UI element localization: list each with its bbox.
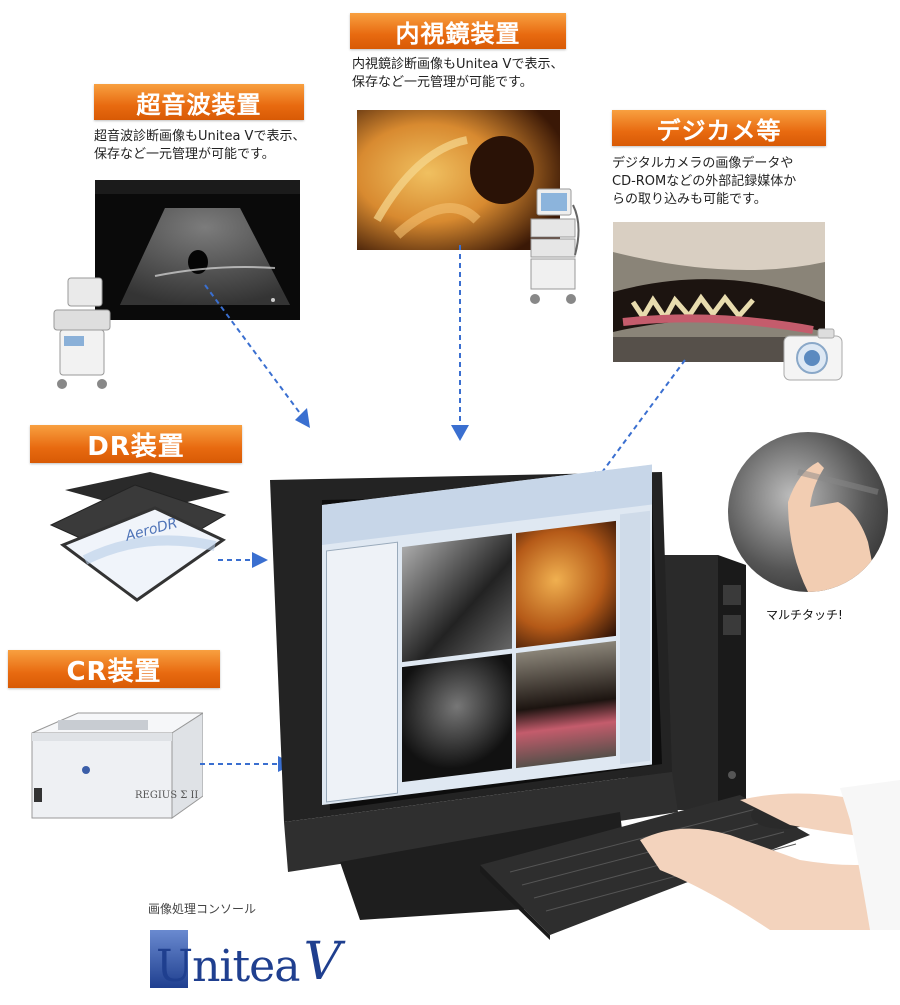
screen-xray-thumb <box>402 533 512 663</box>
camera-label: デジカメ等 <box>612 110 826 146</box>
camera-icon <box>783 328 843 381</box>
brand-subtitle: 画像処理コンソール <box>148 902 257 916</box>
screen-ultrasound-thumb <box>402 653 512 783</box>
ultrasound-description: 超音波診断画像もUnitea Vで表示、 保存など一元管理が可能です。 <box>94 129 306 162</box>
endoscope-cart-icon <box>530 188 580 304</box>
camera-description: デジタルカメラの画像データや CD-ROMなどの外部記録媒体か らの取り込みも可… <box>612 156 797 207</box>
monitor-screen <box>322 464 652 805</box>
screen-left-panel <box>326 541 398 803</box>
cr-label-text: CR装置 <box>66 656 162 687</box>
brand-name-v: V <box>303 932 342 992</box>
brand-name-main: Unitea <box>156 941 300 992</box>
endoscope-label-text: 内視鏡装置 <box>395 19 521 48</box>
endoscope-description: 内視鏡診断画像もUnitea Vで表示、 保存など一元管理が可能です。 <box>352 57 564 90</box>
screen-right-panel <box>620 510 650 765</box>
typing-hand-image <box>640 780 900 930</box>
ultrasound-scan <box>95 180 300 320</box>
brand-logo-initial-box <box>150 930 188 988</box>
ultrasound-label-text: 超音波装置 <box>136 90 262 119</box>
cr-label: CR装置 <box>8 650 220 688</box>
cr-device-text: REGIUS Σ II <box>135 790 199 801</box>
endoscope-label: 内視鏡装置 <box>350 13 566 49</box>
dr-label-text: DR装置 <box>87 431 185 462</box>
endoscope-arrow-icon <box>451 245 469 441</box>
ultrasound-machine-icon <box>53 277 111 389</box>
multitouch-hand-icon <box>788 462 879 592</box>
screen-endoscope-thumb <box>516 520 616 649</box>
cr-reader-image <box>31 712 203 819</box>
brand-logo: Unitea V <box>150 922 341 992</box>
screen-dog-thumb <box>516 640 616 769</box>
dr-label: DR装置 <box>30 425 242 463</box>
ultrasound-image <box>95 180 300 320</box>
multitouch-inset <box>728 432 888 592</box>
ultrasound-label: 超音波装置 <box>94 84 304 120</box>
keyboard-image <box>480 795 810 940</box>
ultrasound-arrow-icon <box>204 284 310 428</box>
endoscope-image <box>357 110 560 250</box>
dr-arrow-icon <box>218 552 268 568</box>
camera-label-text: デジカメ等 <box>656 116 782 145</box>
multitouch-label: マルチタッチ! <box>766 608 843 622</box>
endoscope-view <box>357 110 560 250</box>
dr-panel-image <box>49 472 230 602</box>
